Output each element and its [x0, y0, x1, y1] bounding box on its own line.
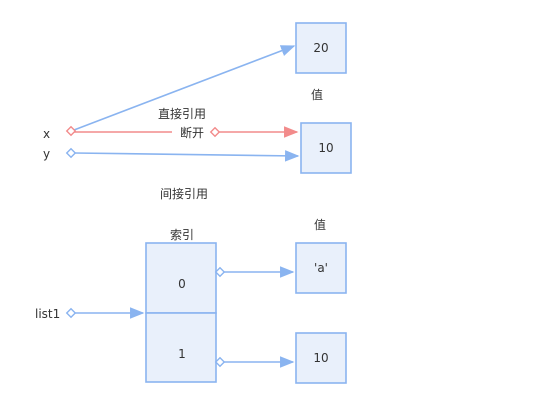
index-1-handle — [214, 356, 226, 368]
var-x-label: x — [43, 127, 50, 141]
value-box-10-bottom — [295, 332, 347, 384]
x-to-20-arrow — [73, 45, 296, 131]
value-box-20 — [295, 22, 347, 74]
break-label: 断开 — [180, 125, 204, 140]
value-box-20-text: 20 — [313, 41, 328, 55]
list1-handle — [65, 307, 77, 319]
index-0-handle — [214, 266, 226, 278]
index-cell-0-text: 0 — [178, 277, 186, 291]
value-box-10-bottom-text: 10 — [313, 351, 328, 365]
break-origin-handle — [209, 126, 221, 138]
index-cell-0 — [145, 242, 217, 314]
direct-ref-label: 直接引用 — [158, 106, 206, 121]
y-handle — [65, 147, 77, 159]
indirect-ref-label: 间接引用 — [160, 186, 208, 201]
x-handle — [65, 125, 77, 137]
top-value-label: 值 — [311, 87, 323, 102]
var-y-label: y — [43, 147, 50, 161]
index-label: 索引 — [170, 228, 194, 242]
index-cell-1-text: 1 — [178, 347, 186, 361]
y-to-10-arrow — [73, 150, 300, 162]
var-list1-label: list1 — [35, 307, 60, 321]
value-box-a-text: 'a' — [314, 261, 328, 275]
value-box-10-top — [300, 122, 352, 174]
bottom-value-label: 值 — [314, 217, 326, 232]
value-box-10-top-text: 10 — [318, 141, 333, 155]
index-cell-1 — [145, 312, 217, 383]
value-box-a — [295, 242, 347, 294]
